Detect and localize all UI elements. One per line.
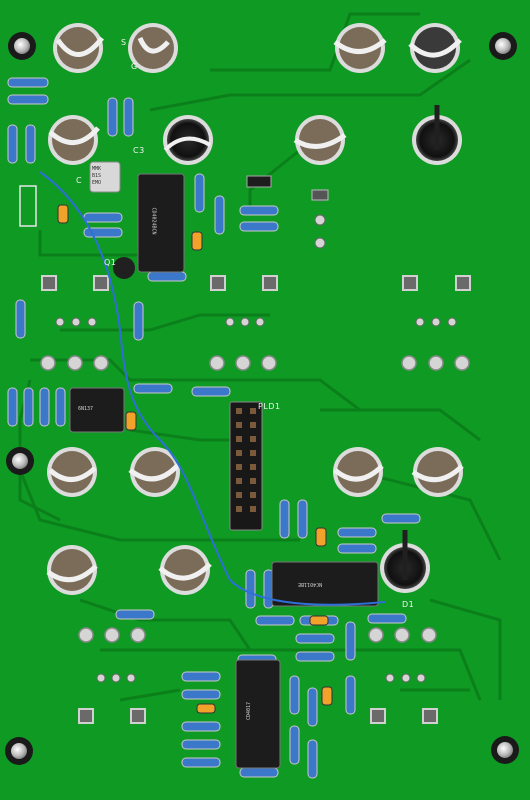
label-pld1: PLD1: [258, 402, 281, 411]
corner-mounts: [5, 32, 519, 765]
label-s: S: [121, 38, 127, 47]
chip-u2-marking: 6N137: [78, 406, 94, 412]
round-pads: [40, 355, 470, 643]
misc-parts: [19, 161, 329, 279]
chip-u3-marking: NC4011BE: [298, 581, 323, 587]
relay-line-2: B1S: [92, 173, 102, 179]
ic-chips: [69, 173, 379, 769]
relay-line-1: MMK: [92, 166, 102, 172]
small-pads: [55, 190, 457, 683]
panel-component-holes: [46, 23, 464, 595]
capacitors: [57, 204, 333, 714]
chip-u4-marking: CD4017: [246, 701, 253, 721]
header-pins: [236, 408, 256, 512]
chip-u1-marking: CD4024BCN: [150, 207, 157, 235]
square-pads: [41, 275, 471, 724]
resistors: [7, 77, 421, 779]
label-c3: C3: [133, 146, 145, 155]
label-q1: Q1: [104, 258, 117, 267]
relay-line-3: EMO: [92, 180, 102, 186]
label-c: C: [76, 176, 83, 185]
label-d1: D1: [402, 600, 415, 609]
label-g: G: [131, 62, 138, 71]
copper-traces: [18, 12, 502, 702]
blue-jumper-wire: [39, 171, 386, 606]
